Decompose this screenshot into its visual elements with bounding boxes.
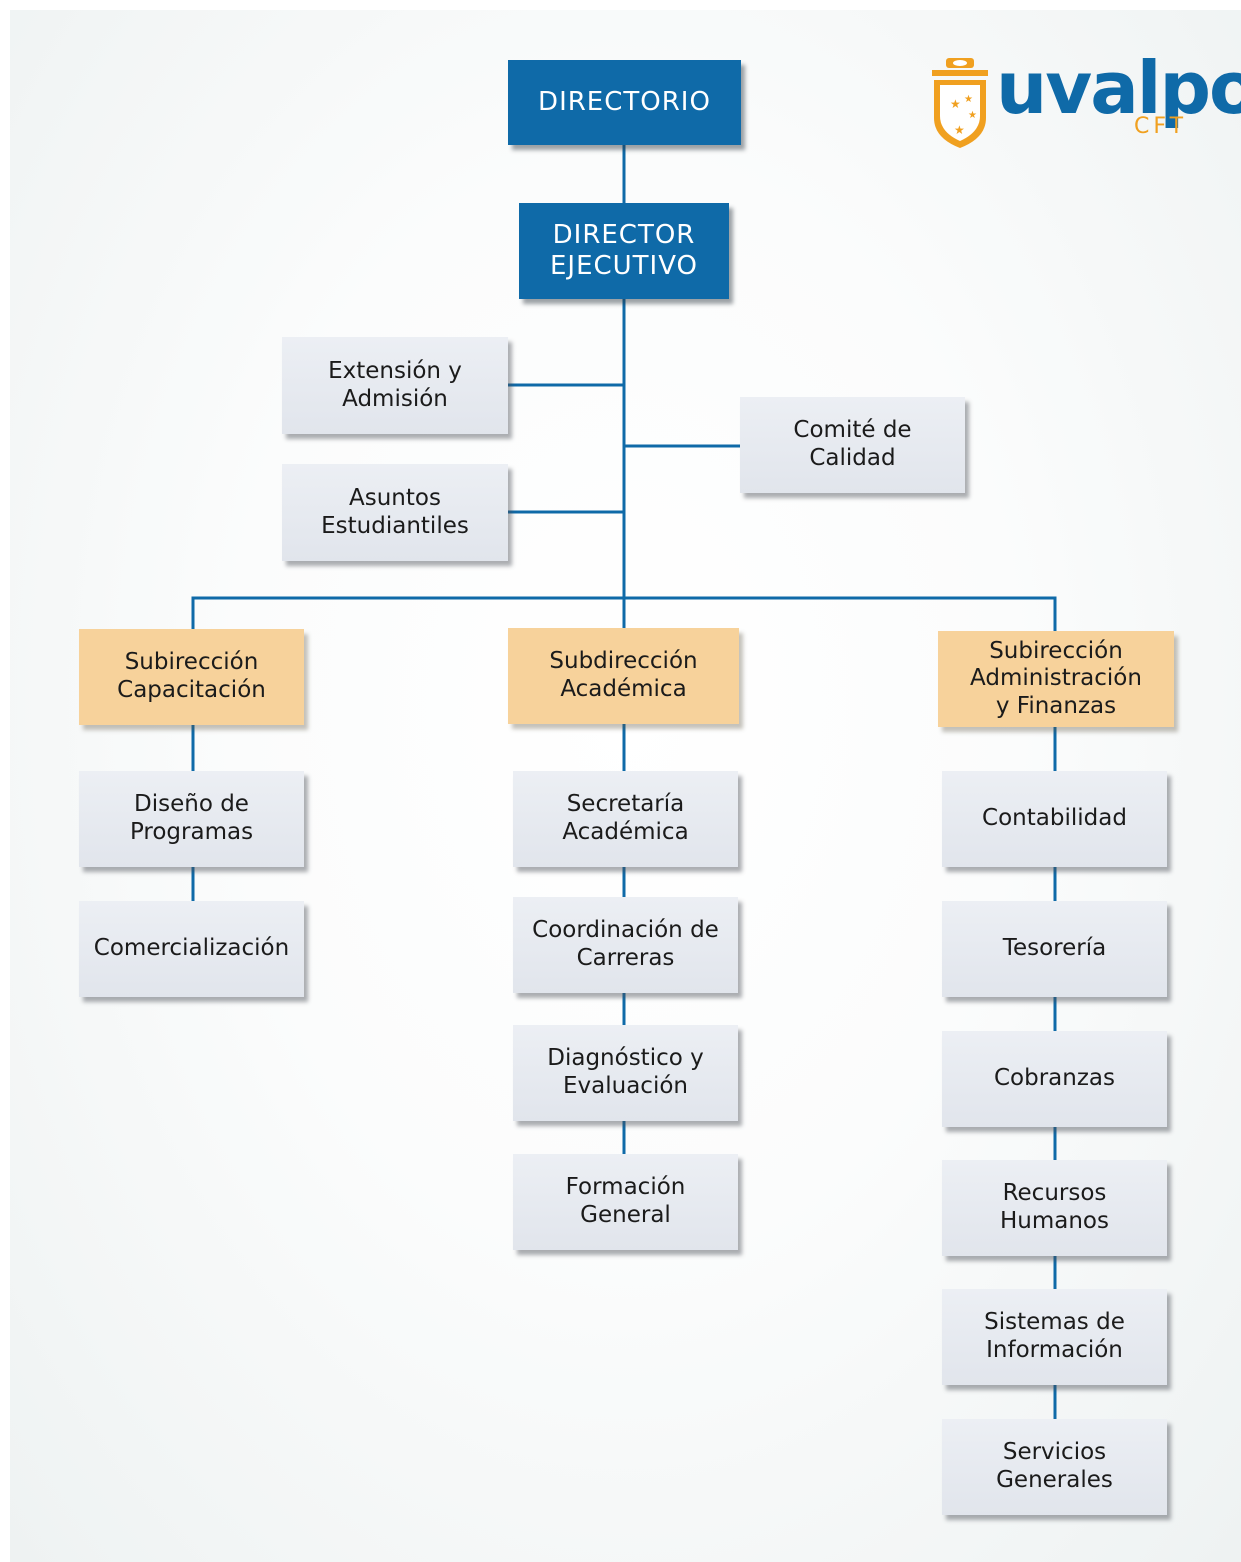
node-coordinacion-carreras: Coordinación de Carreras bbox=[513, 897, 738, 993]
node-tesoreria: Tesorería bbox=[942, 901, 1167, 997]
shield-icon: ★ ★ ★ ★ bbox=[932, 58, 988, 148]
node-secretaria-academica: Secretaría Académica bbox=[513, 771, 738, 867]
node-directorio: DIRECTORIO bbox=[508, 60, 741, 145]
node-subdireccion-administracion: Subirección Administración y Finanzas bbox=[938, 631, 1174, 727]
uvalpo-logo: ★ ★ ★ ★ uvalpo CFT bbox=[928, 52, 1241, 153]
node-extension-admision: Extensión y Admisión bbox=[282, 337, 508, 434]
svg-text:★: ★ bbox=[954, 123, 965, 137]
node-sistemas-informacion: Sistemas de Información bbox=[942, 1289, 1167, 1385]
node-formacion-general: Formación General bbox=[513, 1154, 738, 1250]
svg-text:★: ★ bbox=[950, 97, 961, 111]
node-cobranzas: Cobranzas bbox=[942, 1031, 1167, 1127]
logo-cft-label: CFT bbox=[1134, 114, 1188, 139]
svg-text:★: ★ bbox=[964, 94, 973, 105]
node-asuntos-estudiantiles: Asuntos Estudiantiles bbox=[282, 464, 508, 561]
node-recursos-humanos: Recursos Humanos bbox=[942, 1160, 1167, 1256]
node-servicios-generales: Servicios Generales bbox=[942, 1419, 1167, 1515]
node-director-ejecutivo: DIRECTOR EJECUTIVO bbox=[519, 203, 729, 299]
node-comercializacion: Comercialización bbox=[79, 901, 304, 997]
node-subdireccion-capacitacion: Subirección Capacitación bbox=[79, 629, 304, 725]
node-diagnostico-evaluacion: Diagnóstico y Evaluación bbox=[513, 1025, 738, 1121]
node-comite-calidad: Comité de Calidad bbox=[740, 397, 965, 493]
svg-text:★: ★ bbox=[968, 110, 977, 121]
node-contabilidad: Contabilidad bbox=[942, 771, 1167, 867]
logo-wordmark: uvalpo bbox=[996, 46, 1241, 130]
node-diseno-programas: Diseño de Programas bbox=[79, 771, 304, 867]
node-subdireccion-academica: Subdirección Académica bbox=[508, 628, 739, 724]
